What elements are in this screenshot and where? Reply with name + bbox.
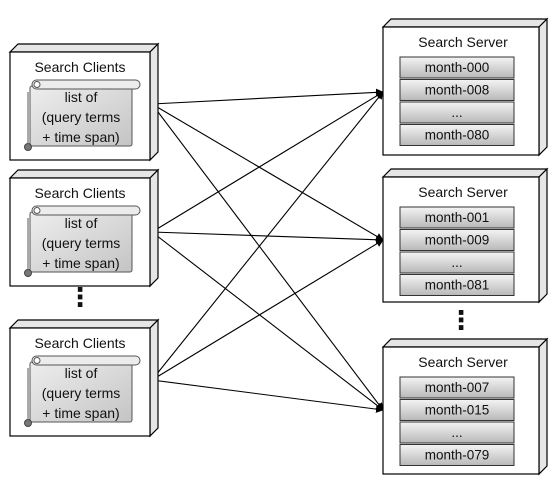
search-server-2-side-face <box>538 167 548 304</box>
partition-label: month-015 <box>425 403 490 418</box>
arrow-client-2-to-server-1 <box>151 91 384 233</box>
search-client-2: Search Clients list of (query terms + time … <box>8 168 160 288</box>
search-server-1-top-face <box>381 18 549 28</box>
server-title: Search Server <box>418 34 508 50</box>
clients-ellipsis: ⋮ <box>67 282 93 312</box>
partition-cell: ... <box>399 101 515 124</box>
search-server-3-top-face <box>381 338 549 348</box>
search-server-3-side-face <box>538 337 548 476</box>
partition-cell: month-001 <box>399 206 515 229</box>
arrow-client-1-to-server-1 <box>151 88 384 105</box>
search-client-3: Search Clients list of (query terms + time … <box>8 318 160 438</box>
partition-label: ... <box>451 105 462 120</box>
partition-cell: month-079 <box>399 444 515 466</box>
partition-cell: ... <box>399 421 515 444</box>
client-title: Search Clients <box>34 59 125 75</box>
arrow-client-1-to-server-2 <box>151 103 384 241</box>
partition-cell: month-007 <box>399 376 515 399</box>
partition-label: month-079 <box>425 448 490 463</box>
scroll-text-line: list of <box>65 89 98 105</box>
partition-cell: month-009 <box>399 229 515 251</box>
scroll-text-line: list of <box>65 215 98 231</box>
search-client-3-side-face <box>149 318 159 438</box>
scroll-text-line: (query terms <box>42 385 121 401</box>
scroll-text-line: list of <box>65 365 98 381</box>
partition-label: month-001 <box>425 210 490 225</box>
search-client-3-top-face <box>8 319 160 329</box>
partition-label: month-000 <box>425 60 490 75</box>
arrow-client-1-to-server-3 <box>151 103 384 411</box>
search-client-2-top-face <box>8 169 160 179</box>
search-client-2-side-face <box>149 168 159 288</box>
scroll-icon: list of (query terms + time span) <box>24 355 141 427</box>
arrow-client-2-to-server-3 <box>151 231 384 411</box>
search-server-1: Search Server month-000 month-008... month-… <box>381 17 549 157</box>
search-server-3: Search Server month-007 month-015... month-… <box>381 337 549 476</box>
partition-cell: ... <box>399 251 515 274</box>
search-server-2-top-face <box>381 168 549 178</box>
partition-cell: month-000 <box>399 56 515 79</box>
partition-cell: month-080 <box>399 124 515 146</box>
scroll-text-line: + time span) <box>42 405 119 421</box>
client-nodes: Search Clients list of (query terms + time … <box>8 42 160 438</box>
partition-label: month-080 <box>425 128 490 143</box>
server-title: Search Server <box>418 354 508 370</box>
scroll-text-line: + time span) <box>42 129 119 145</box>
partition-label: ... <box>451 255 462 270</box>
server-title: Search Server <box>418 184 508 200</box>
partition-label: month-009 <box>425 233 490 248</box>
arrow-client-3-to-server-3 <box>151 379 384 413</box>
partition-label: month-008 <box>425 83 490 98</box>
server-nodes: Search Server month-000 month-008... month-… <box>381 17 549 476</box>
servers-ellipsis: ⋮ <box>448 305 474 335</box>
search-client-1-top-face <box>8 43 160 53</box>
partition-cell: month-081 <box>399 274 515 296</box>
connection-arrows <box>151 88 384 413</box>
partition-label: ... <box>451 425 462 440</box>
client-title: Search Clients <box>34 185 125 201</box>
partition-label: month-007 <box>425 380 490 395</box>
search-server-2: Search Server month-001 month-009... month-… <box>381 167 549 304</box>
scroll-text-line: (query terms <box>42 235 121 251</box>
scroll-icon: list of (query terms + time span) <box>24 205 141 277</box>
arrow-client-3-to-server-2 <box>151 239 384 381</box>
scroll-text-line: (query terms <box>42 109 121 125</box>
search-client-1-side-face <box>149 42 159 162</box>
scroll-text-line: + time span) <box>42 255 119 271</box>
partition-cell: month-008 <box>399 79 515 101</box>
arrow-client-3-to-server-1 <box>151 91 384 381</box>
partition-label: month-081 <box>425 278 490 293</box>
search-server-1-side-face <box>538 17 548 157</box>
scroll-icon: list of (query terms + time span) <box>24 79 141 151</box>
search-client-1: Search Clients list of (query terms + time … <box>8 42 160 162</box>
client-title: Search Clients <box>34 335 125 351</box>
partition-cell: month-015 <box>399 399 515 421</box>
